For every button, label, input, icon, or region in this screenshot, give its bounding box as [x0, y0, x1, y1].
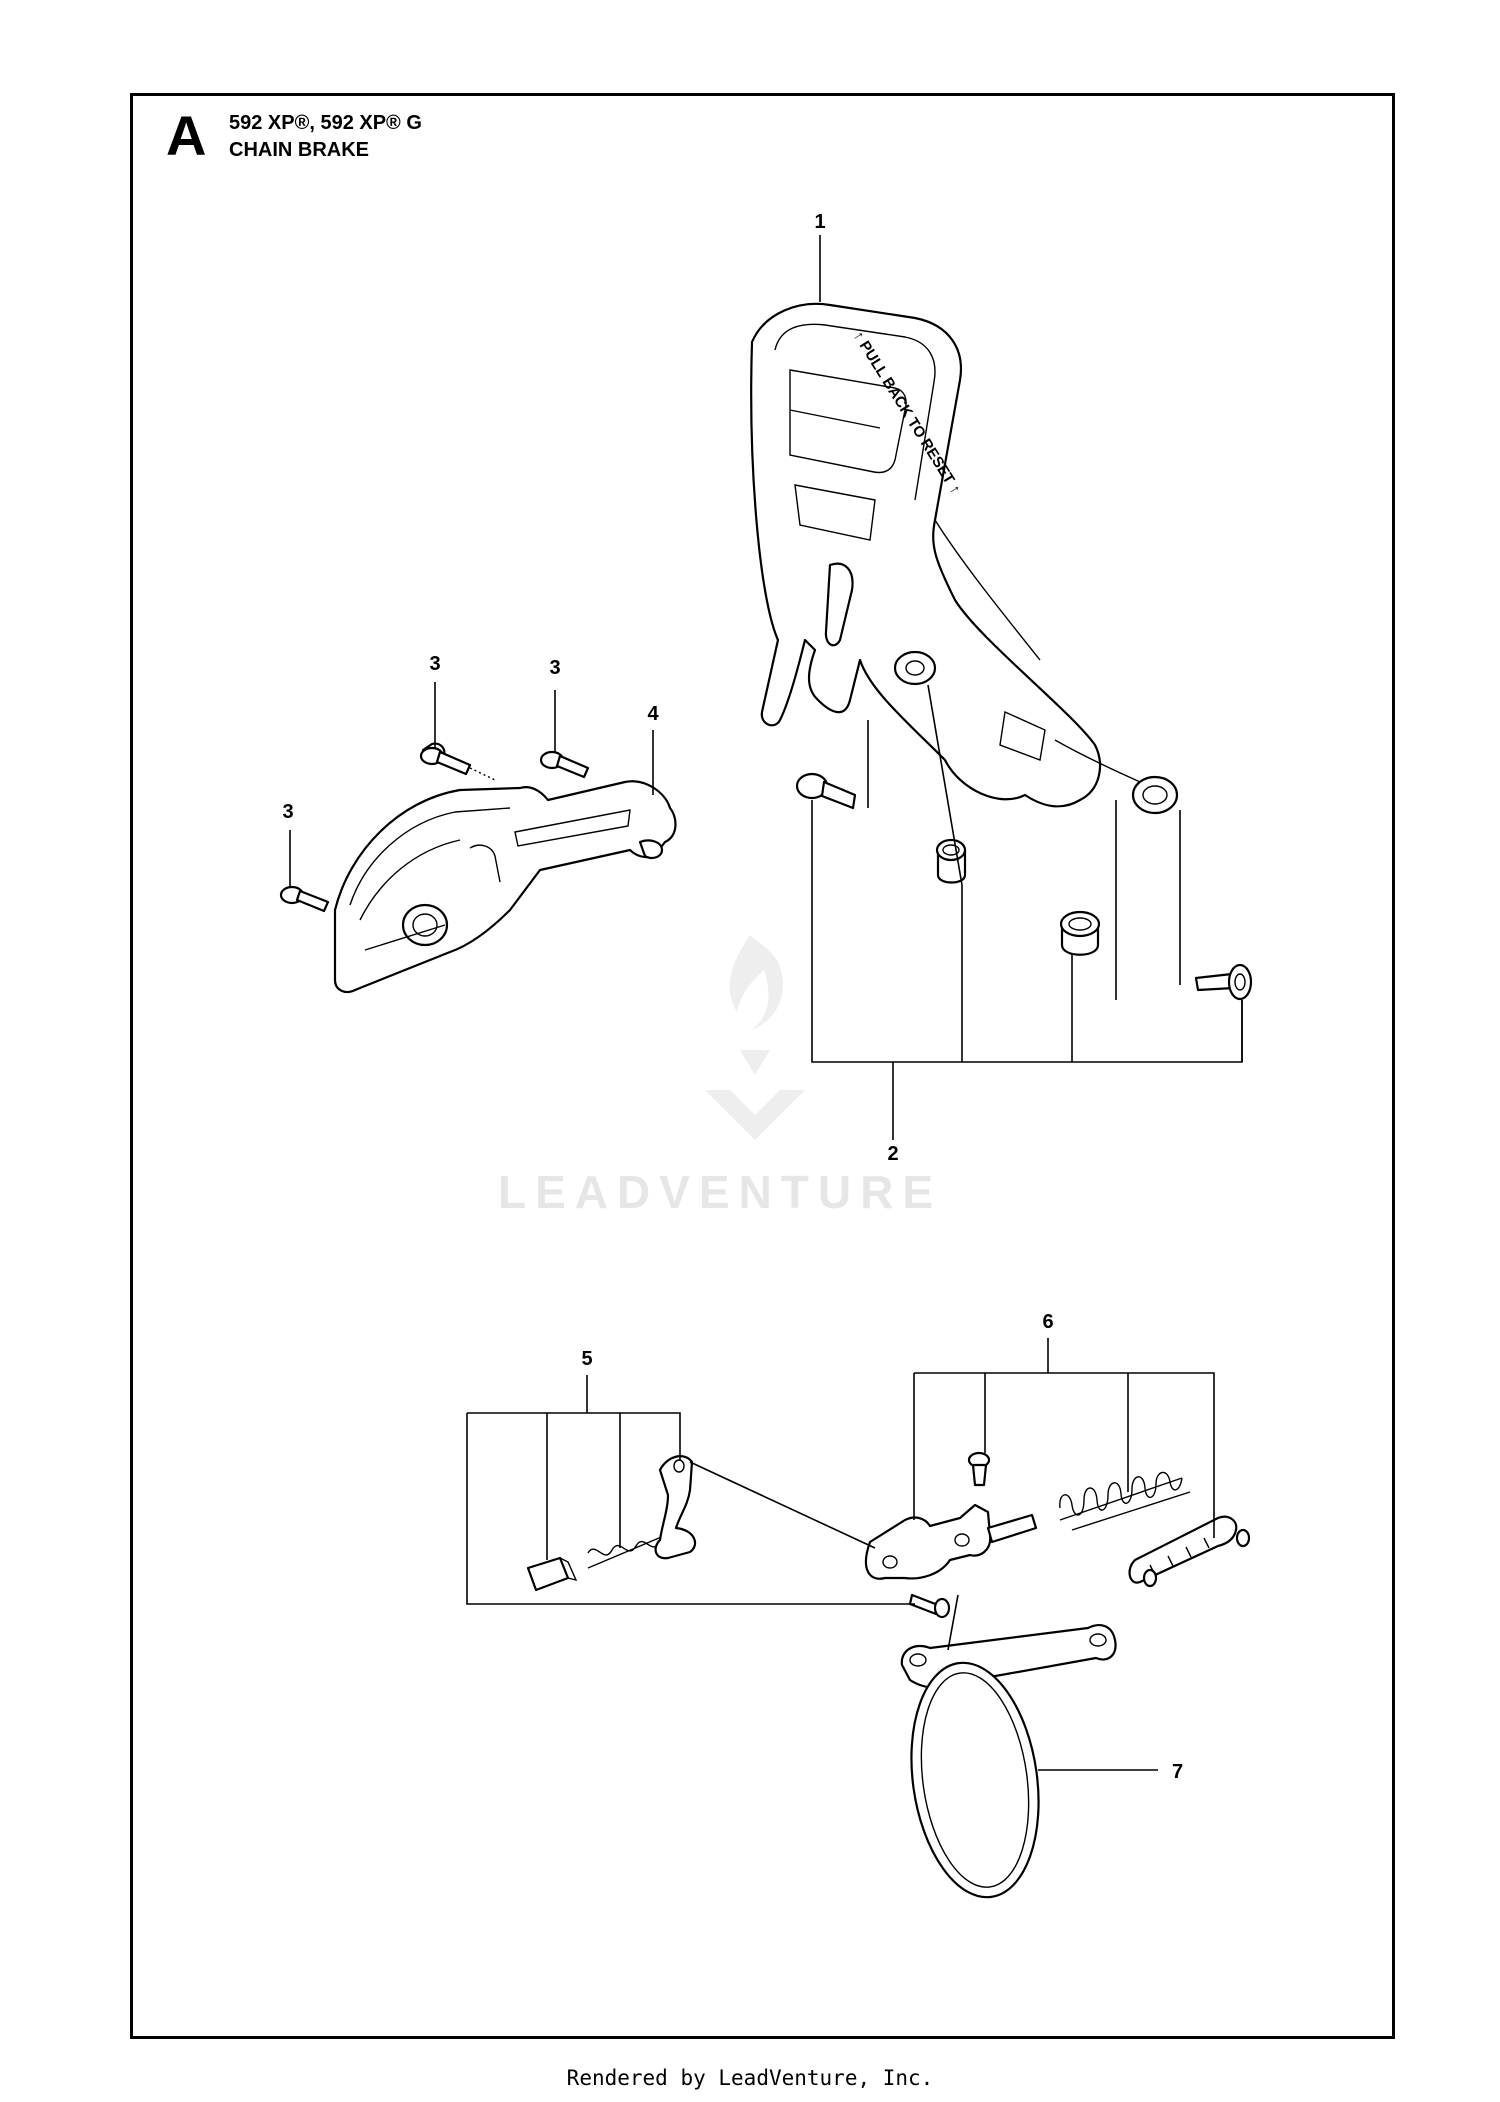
- part-2-bushing-kit: [795, 772, 1253, 1001]
- footer-credit: Rendered by LeadVenture, Inc.: [566, 2066, 934, 2090]
- callout-4: 4: [647, 703, 659, 725]
- part-3-screw-left: [279, 885, 330, 913]
- part-5-trigger-assembly: [526, 1455, 697, 1592]
- part-1-brake-handle: ↑ PULL BACK TO RESET ↑: [750, 302, 1179, 815]
- callout-7: 7: [1172, 1761, 1183, 1783]
- part-6-brake-mechanism: [864, 1451, 1251, 1619]
- callout-6: 6: [1042, 1311, 1053, 1333]
- callout-3-b: 3: [549, 657, 560, 679]
- watermark-text: LEADVENTURE: [498, 1166, 943, 1218]
- callout-2: 2: [887, 1143, 898, 1165]
- callout-3-c: 3: [282, 801, 293, 823]
- leader-lines: [289, 235, 1243, 1771]
- watermark-logo-icon: [705, 935, 805, 1140]
- part-3-screw-upper-right: [539, 750, 590, 779]
- callout-5: 5: [581, 1348, 592, 1370]
- diagram-title: CHAIN BRAKE: [229, 139, 369, 161]
- part-3-screw-upper-left: [419, 742, 472, 776]
- model-name: 592 XP®, 592 XP® G: [229, 112, 422, 134]
- callout-3-a: 3: [429, 653, 440, 675]
- diagram-frame: [130, 93, 1395, 2039]
- part-4-brake-cover: [333, 780, 677, 994]
- section-letter: A: [166, 104, 207, 167]
- part-7-brake-band: [900, 1624, 1117, 1899]
- callout-1: 1: [814, 211, 825, 233]
